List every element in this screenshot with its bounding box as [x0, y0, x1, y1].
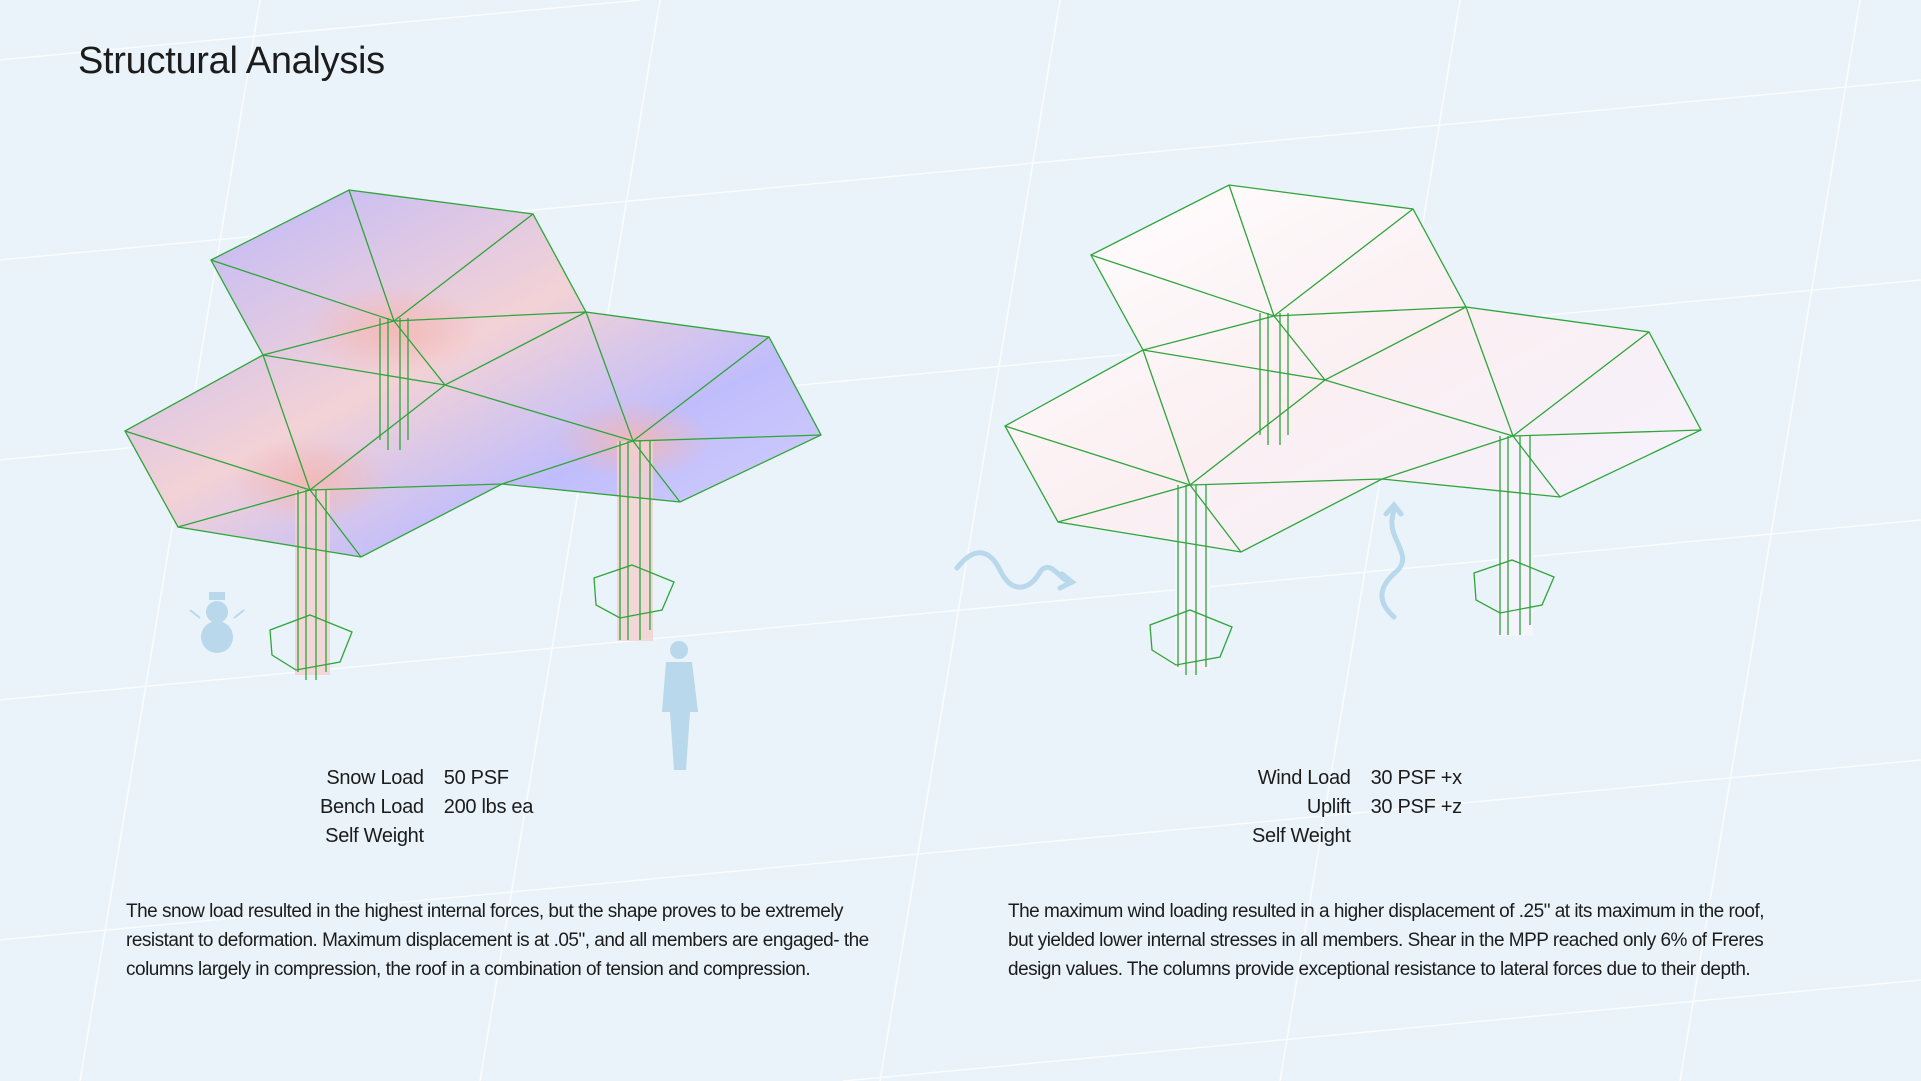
load-value	[444, 822, 533, 851]
load-label: Bench Load	[320, 796, 424, 818]
uplift-arrow-icon	[1379, 501, 1406, 620]
snow-load-model	[124, 189, 822, 681]
load-label: Wind Load	[1257, 767, 1351, 789]
page-title: Structural Analysis	[78, 40, 385, 82]
wind-load-table: Wind Load 30 PSF +x Uplift 30 PSF +z Sel…	[1252, 764, 1462, 851]
load-label: Self Weight	[325, 825, 424, 847]
load-value: 30 PSF +x	[1370, 767, 1463, 789]
load-value: 50 PSF	[443, 767, 509, 789]
load-label: Snow Load	[326, 767, 424, 789]
load-value: 200 lbs ea	[443, 796, 534, 818]
person-silhouette-icon	[662, 641, 698, 770]
load-value: 30 PSF +z	[1370, 796, 1463, 818]
snow-load-table: Snow Load 50 PSF Bench Load 200 lbs ea S…	[320, 764, 533, 851]
load-label: Self Weight	[1252, 825, 1351, 847]
snowman-icon	[189, 592, 245, 653]
wind-load-description: The maximum wind loading resulted in a h…	[1008, 901, 1765, 980]
wind-arrow-icon	[954, 550, 1077, 591]
load-value	[1371, 822, 1462, 851]
wind-load-model	[1004, 184, 1702, 676]
load-label: Uplift	[1306, 796, 1351, 818]
snow-load-description: The snow load resulted in the highest in…	[126, 901, 869, 980]
